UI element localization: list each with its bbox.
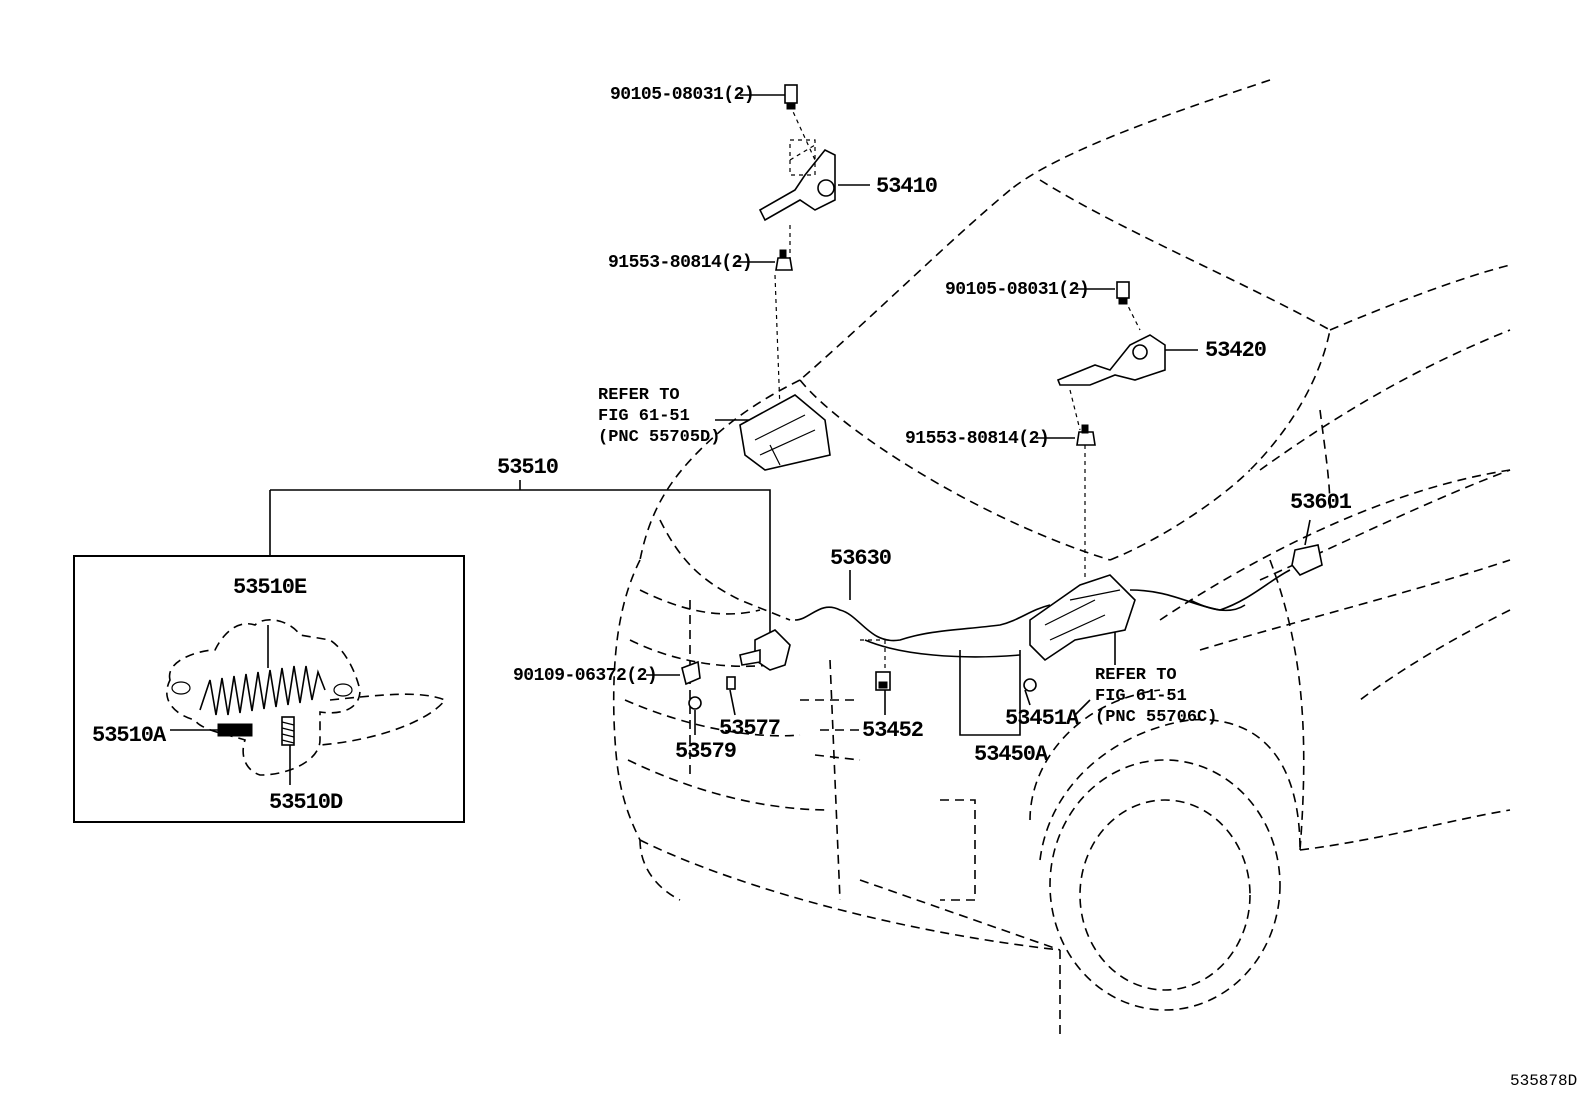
label-53577: 53577 xyxy=(719,716,781,741)
label-53451A: 53451A xyxy=(1005,706,1079,731)
refer-left-line-3: (PNC 55705D) xyxy=(598,428,721,447)
refer-left-line-1: REFER TO xyxy=(598,386,680,405)
plug-53579 xyxy=(688,696,702,710)
label-53510E: 53510E xyxy=(233,575,307,600)
refer-right-line-2: FIG 61-51 xyxy=(1095,687,1187,706)
label-53630: 53630 xyxy=(830,546,892,571)
hood-hinge-53420 xyxy=(1056,334,1166,386)
clamp-53452 xyxy=(875,671,891,691)
label-nut-91553-top: 91553-80814(2) xyxy=(608,253,753,273)
refer-left-line-2: FIG 61-51 xyxy=(598,407,690,426)
refer-right-line-1: REFER TO xyxy=(1095,666,1177,685)
callout-lines xyxy=(269,94,1311,736)
label-53579: 53579 xyxy=(675,739,737,764)
label-53510A: 53510A xyxy=(92,723,166,748)
hood-lock-detail-inset xyxy=(73,555,465,823)
nut-91553-top xyxy=(775,249,793,271)
clip-53577 xyxy=(726,676,736,690)
label-bolt-90105-top: 90105-08031(2) xyxy=(610,85,755,105)
label-bolt-90105-right: 90105-08031(2) xyxy=(945,280,1090,300)
clip-53451A xyxy=(1023,678,1037,692)
label-53510D: 53510D xyxy=(269,790,343,815)
label-53601: 53601 xyxy=(1290,490,1352,515)
label-53510: 53510 xyxy=(497,455,559,480)
label-53450A: 53450A xyxy=(974,742,1048,767)
refer-right-line-3: (PNC 55706C) xyxy=(1095,708,1218,727)
bolt-90109 xyxy=(681,660,701,686)
vehicle-body-outline xyxy=(612,79,1511,1040)
nut-91553-right xyxy=(1076,424,1096,446)
release-lever-53601 xyxy=(1291,544,1323,576)
hood-lock-support-right xyxy=(1029,574,1136,662)
label-53410: 53410 xyxy=(876,174,938,199)
bolt-90105-right xyxy=(1116,281,1130,305)
bolt-90105-top xyxy=(784,84,798,110)
release-cable-53630 xyxy=(794,569,1291,658)
label-bolt-90109: 90109-06372(2) xyxy=(513,666,658,686)
label-nut-91553-right: 91553-80814(2) xyxy=(905,429,1050,449)
label-53452: 53452 xyxy=(862,718,924,743)
refer-note-left: REFER TO FIG 61-51 (PNC 55705D) xyxy=(598,385,720,448)
figure-number: 535878D xyxy=(1510,1072,1578,1090)
refer-note-right: REFER TO FIG 61-51 (PNC 55706C) xyxy=(1095,665,1217,728)
assembly-leader-lines xyxy=(774,104,1141,670)
hood-hinge-53410 xyxy=(758,139,836,222)
hood-lock-53510 xyxy=(739,629,791,671)
label-53420: 53420 xyxy=(1205,338,1267,363)
hood-lock-support-left xyxy=(739,394,831,471)
